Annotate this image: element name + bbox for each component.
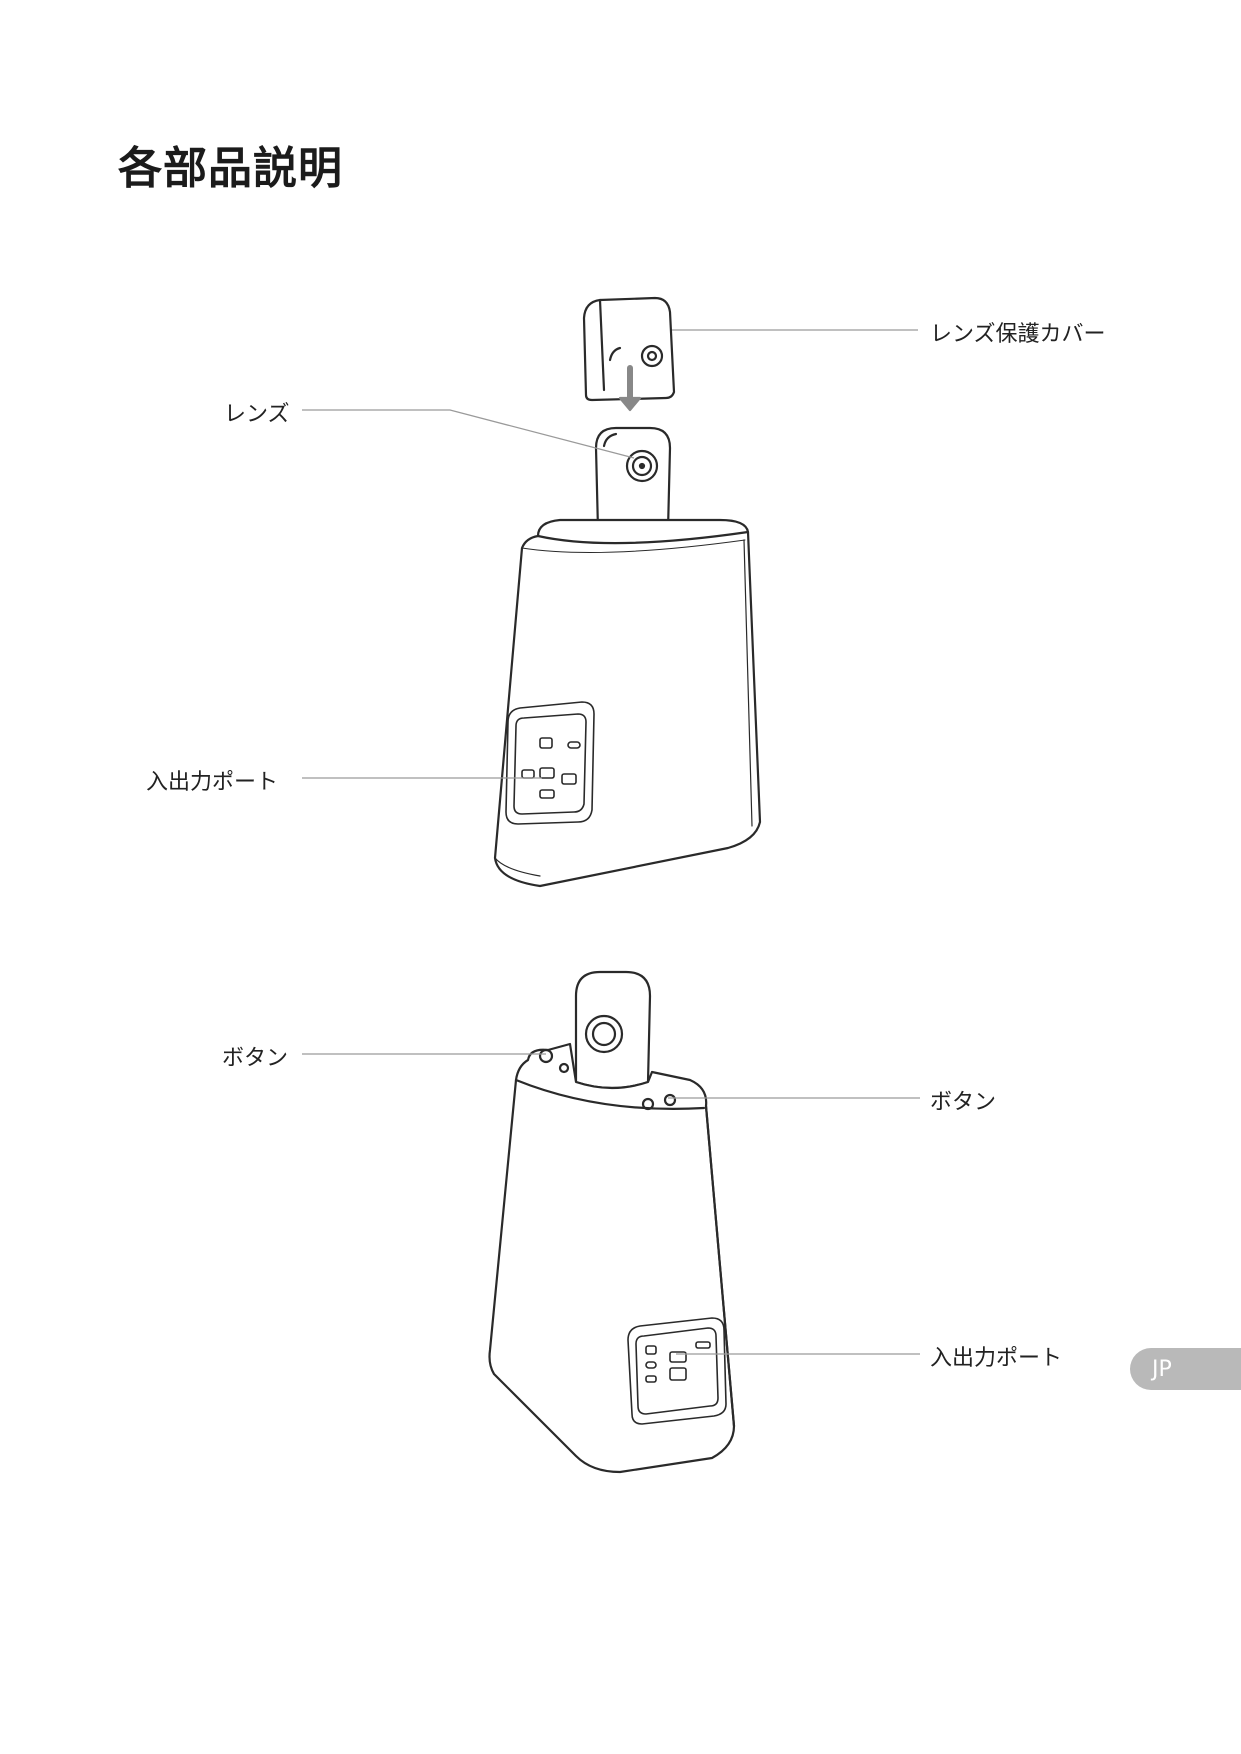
device-body-top	[495, 520, 760, 886]
label-io-port-bottom: 入出力ポート	[930, 1340, 1062, 1372]
device-bottom-view	[490, 972, 735, 1472]
label-button-left: ボタン	[222, 1040, 288, 1072]
label-lens: レンズ	[224, 396, 290, 428]
io-panel-top	[506, 702, 594, 824]
lens-stem-bottom	[576, 972, 650, 1088]
language-badge: JP	[1130, 1348, 1241, 1390]
label-io-port-top: 入出力ポート	[146, 764, 278, 796]
label-button-right: ボタン	[930, 1084, 996, 1116]
label-lens-cover: レンズ保護カバー	[930, 316, 1106, 348]
device-top-view	[495, 298, 760, 886]
io-panel-bottom	[628, 1318, 726, 1424]
